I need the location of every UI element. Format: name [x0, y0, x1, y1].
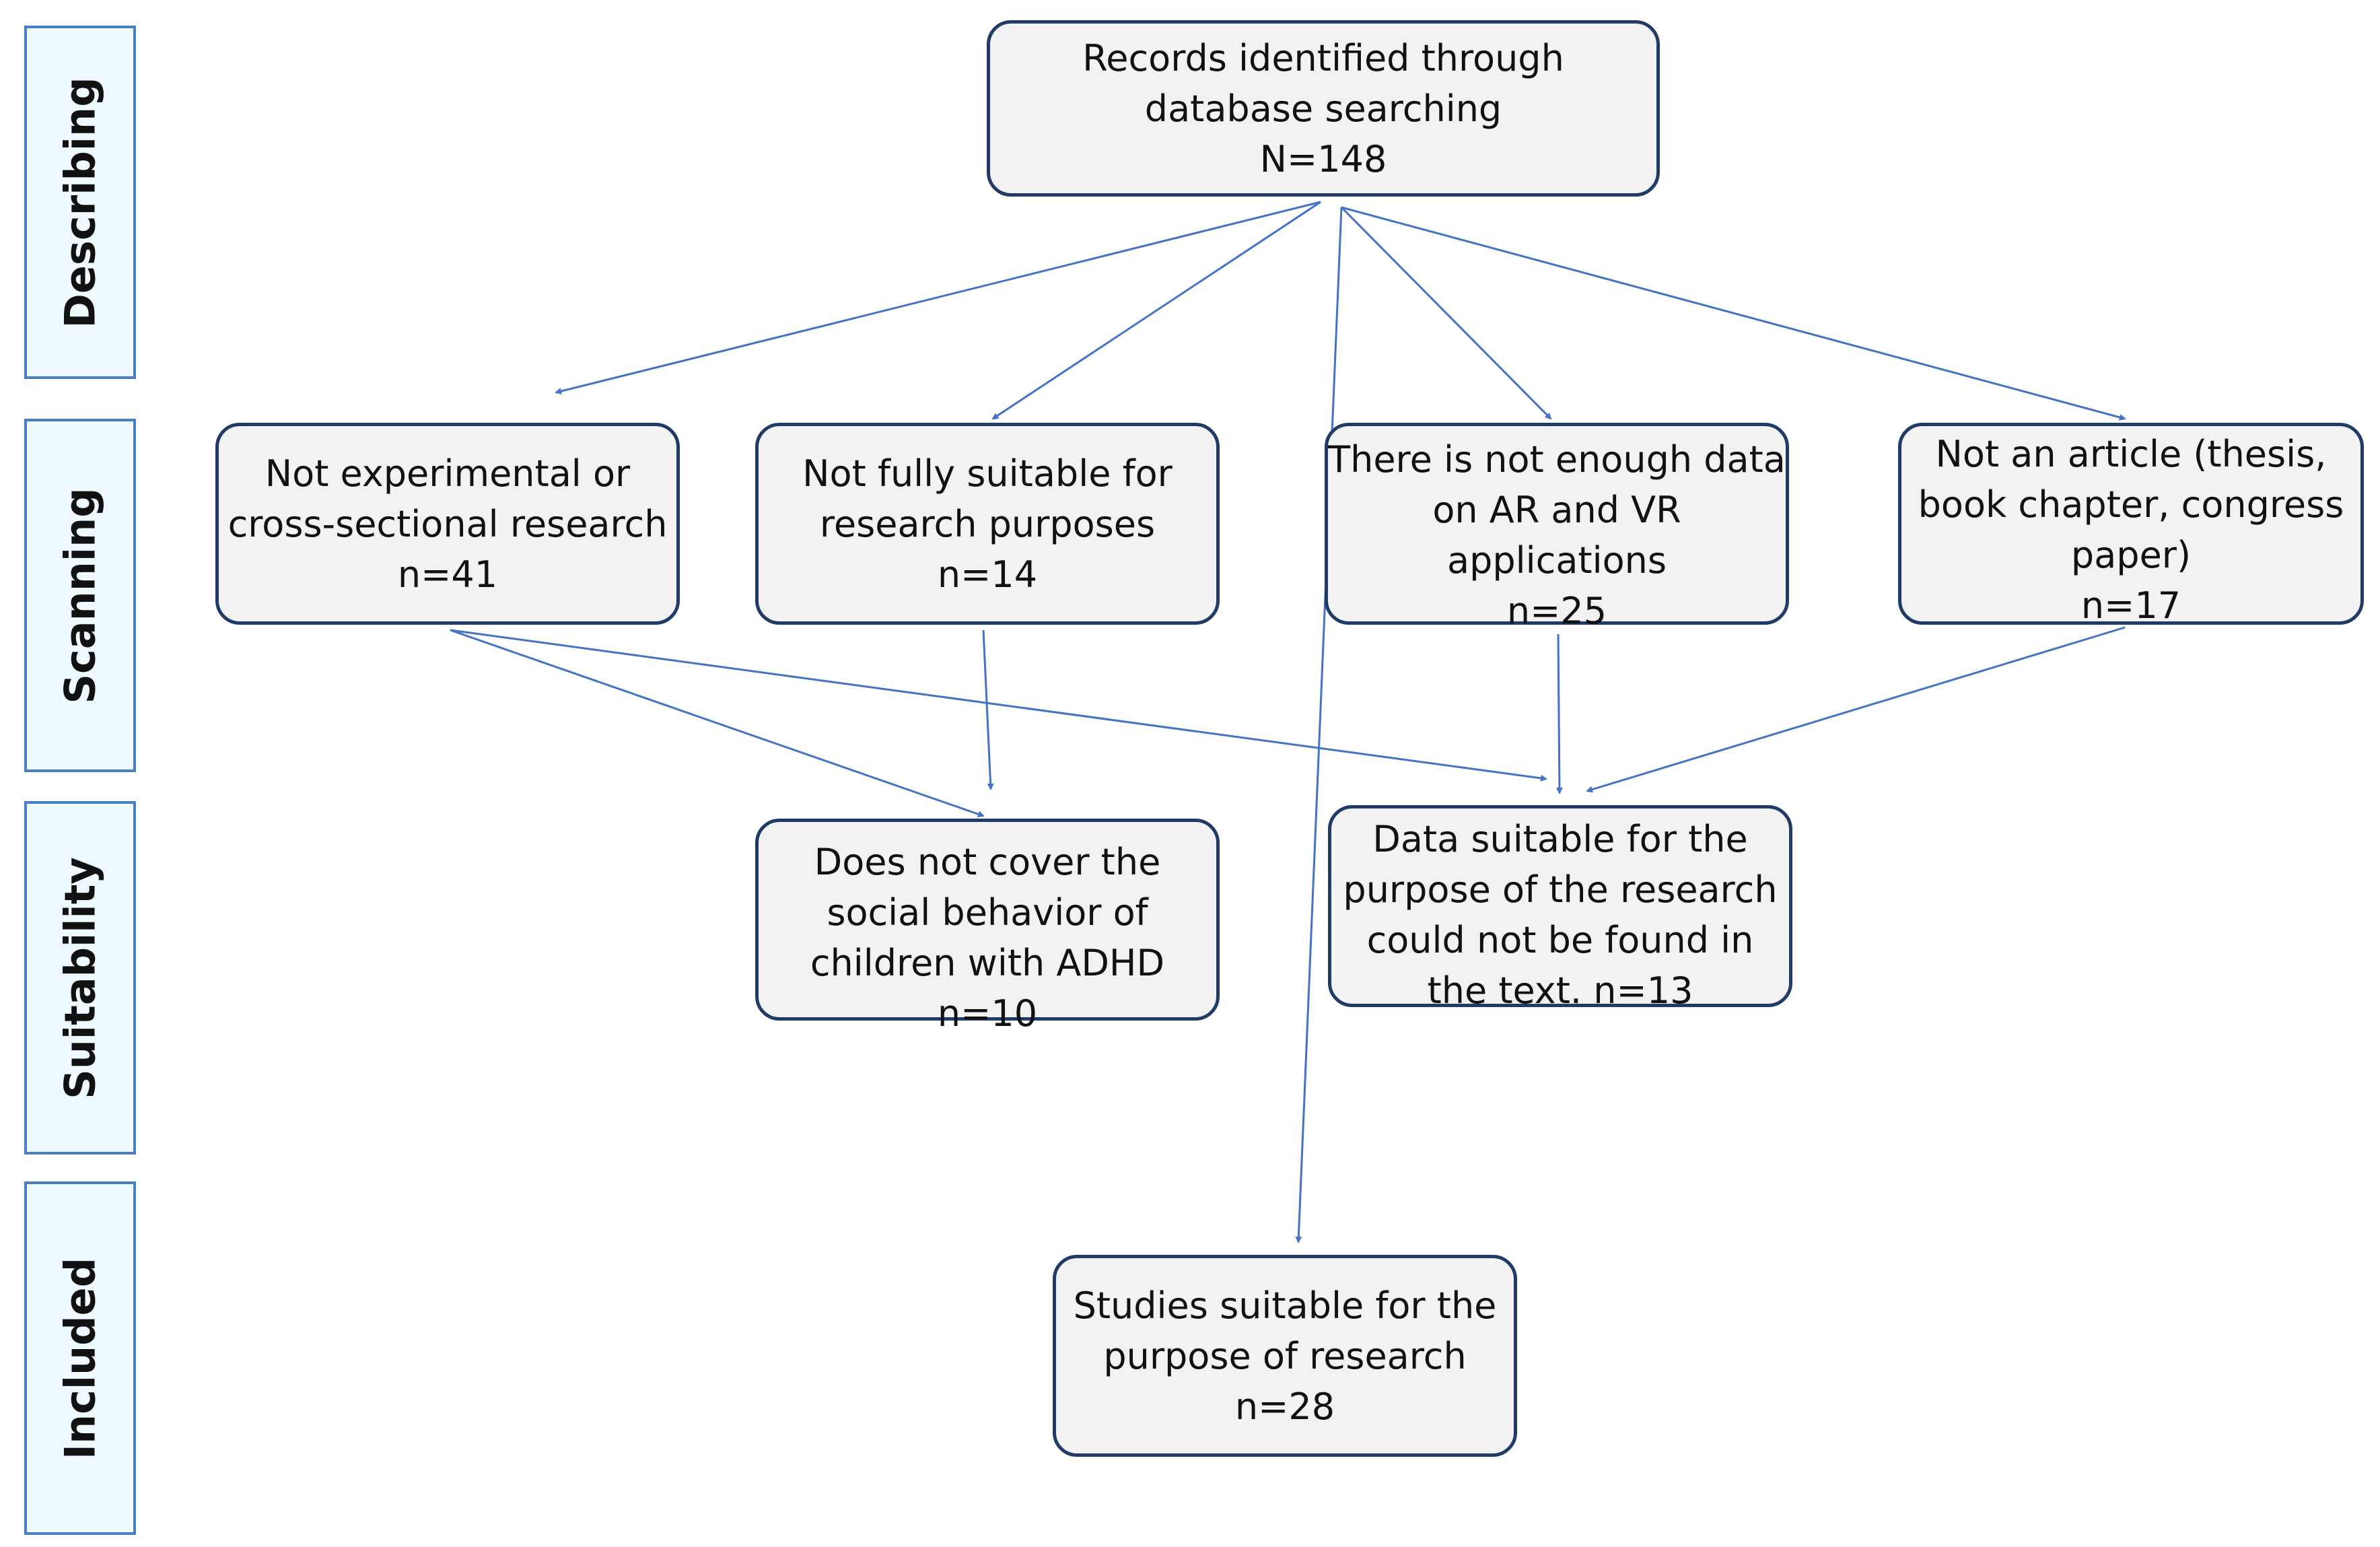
box-text-line: n=28: [1234, 1385, 1335, 1428]
arrow-not-enough-data-to-data-not-found: [1555, 633, 1563, 794]
box-text-line: n=17: [2080, 584, 2181, 627]
box-text-line: n=41: [397, 553, 498, 596]
not-experimental-box: Not experimental or cross-sectional resea…: [215, 423, 680, 625]
box-text-line: Does not cover the: [814, 841, 1161, 883]
box-text-line: Studies suitable for the: [1073, 1284, 1497, 1327]
arrow-not-experimental-to-social-behavior: [450, 629, 985, 818]
arrow-not-experimental-to-data-not-found: [450, 629, 1547, 782]
social-behavior-box: Does not cover the social behavior of chil…: [755, 819, 1220, 1035]
box-text-line: n=10: [937, 992, 1038, 1035]
arrow-records-to-included: [1295, 207, 1343, 1243]
box-text-line: on AR and VR: [1432, 489, 1681, 531]
arrow-not-article-to-data-not-found: [1586, 626, 2126, 793]
box-text-line: children with ADHD: [810, 942, 1165, 984]
arrow-records-to-not-enough-data: [1340, 206, 1552, 420]
box-text-line: N=148: [1259, 137, 1387, 180]
box-text-line: Not fully suitable for: [802, 452, 1172, 495]
box-text-line: purpose of the research: [1343, 868, 1778, 911]
not-enough-data-box: There is not enough data on AR and VR appl…: [1325, 423, 1789, 632]
box-text-line: purpose of research: [1103, 1334, 1467, 1377]
box-text-line: There is not enough data: [1328, 438, 1786, 481]
box-text-line: Not experimental or: [265, 452, 631, 495]
arrow-records-to-not-article: [1341, 206, 2126, 421]
records-identified-box: Records identified through database searc…: [987, 20, 1660, 197]
box-text-line: Records identified through: [1082, 36, 1564, 79]
box-text-line: applications: [1446, 539, 1667, 582]
box-text-line: Not an article (thesis,: [1935, 433, 2327, 475]
stage-included: Included: [24, 1181, 136, 1535]
box-text-line: social behavior of: [827, 891, 1148, 934]
box-text-line: the text. n=13: [1427, 969, 1693, 1012]
box-text-line: could not be found in: [1366, 919, 1754, 961]
not-fully-suitable-box: Not fully suitable for research purposes n…: [755, 423, 1220, 625]
data-not-found-box: Data suitable for the purpose of the rese…: [1328, 805, 1792, 1012]
box-text-line: research purposes: [819, 502, 1156, 545]
arrow-not-fully-suitable-to-social-behavior: [982, 629, 994, 790]
stage-suitability: Suitability: [24, 801, 136, 1155]
stage-scanning: Scanning: [24, 419, 136, 772]
not-an-article-box: Not an article (thesis, book chapter, con…: [1898, 423, 2364, 627]
box-text-line: n=25: [1506, 590, 1607, 632]
box-text-line: Data suitable for the: [1372, 818, 1748, 860]
stage-describing: Describing: [24, 26, 136, 379]
arrow-records-to-not-experimental: [555, 201, 1321, 394]
box-text-line: paper): [2070, 534, 2192, 576]
box-text-line: book chapter, congress: [1918, 483, 2344, 526]
arrow-records-to-not-fully-suitable: [991, 201, 1321, 420]
box-text-line: database searching: [1144, 87, 1502, 130]
included-studies-box: Studies suitable for the purpose of resea…: [1053, 1255, 1517, 1457]
box-text-line: cross-sectional research: [228, 502, 668, 545]
box-text-line: n=14: [937, 553, 1038, 596]
